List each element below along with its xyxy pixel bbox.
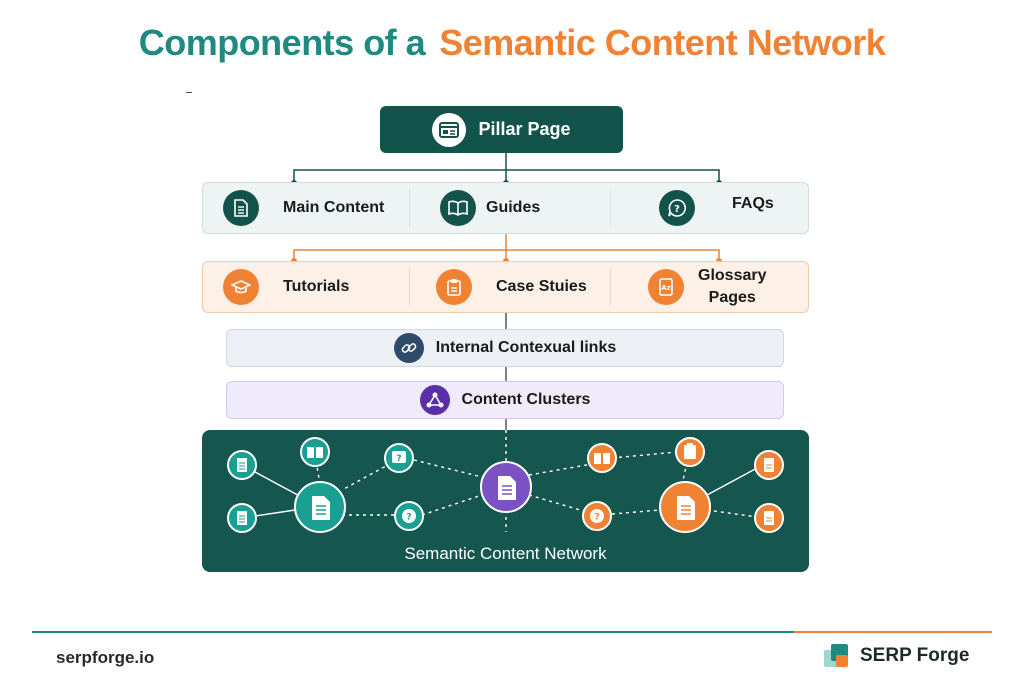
- tutorials-item: Tutorials: [223, 262, 349, 312]
- row-divider: [409, 268, 410, 306]
- glossary-label: Glossary Pages: [698, 265, 766, 309]
- glossary-label-line2: Pages: [708, 289, 756, 306]
- teal-node: [227, 503, 257, 533]
- site-url[interactable]: serpforge.io: [56, 648, 155, 667]
- svg-text:?: ?: [406, 513, 411, 523]
- teal-node: ?: [384, 443, 414, 473]
- guides-label: Guides: [486, 199, 541, 216]
- internal-links-bar: Internal Contexual links: [226, 329, 784, 367]
- teal-node: [227, 450, 257, 480]
- case-studies-item: Case Stuies: [436, 262, 587, 312]
- page-title: Components of a Semantic Content Network: [0, 22, 1024, 64]
- teal-node: [300, 437, 330, 467]
- glossary-label-line1: Glossary: [698, 267, 767, 284]
- title-part1: Components of a: [138, 22, 426, 63]
- clipboard-icon: [436, 269, 472, 305]
- purple-hub-node: [480, 461, 532, 513]
- svg-text:?: ?: [674, 204, 680, 215]
- row-divider: [409, 189, 410, 227]
- glossary-item: Az Glossary Pages: [648, 262, 766, 312]
- content-types-row: Main Content Guides ? FAQs: [202, 182, 809, 234]
- row-divider: [610, 268, 611, 306]
- svg-text:Az: Az: [661, 284, 671, 292]
- content-clusters-bar: Content Clusters: [226, 381, 784, 419]
- content-clusters-label: Content Clusters: [461, 391, 591, 408]
- footer-rule-teal: [32, 631, 794, 633]
- orange-node: [587, 443, 617, 473]
- footer-rule-orange: [794, 631, 992, 633]
- serp-forge-logo-icon: [824, 644, 848, 667]
- divider: [186, 92, 192, 93]
- orange-node: [754, 450, 784, 480]
- link-icon: [393, 333, 424, 363]
- semantic-network-panel: ? ? ? Semantic Content Network: [202, 430, 809, 572]
- orange-node: ?: [582, 501, 612, 531]
- network-caption: Semantic Content Network: [404, 544, 607, 563]
- teal-node: ?: [394, 501, 424, 531]
- svg-text:?: ?: [594, 513, 599, 523]
- case-studies-label: Case Stuies: [496, 278, 587, 295]
- orange-node: [659, 481, 711, 533]
- orange-node: [754, 503, 784, 533]
- tutorials-label: Tutorials: [283, 278, 350, 295]
- svg-text:?: ?: [396, 454, 401, 464]
- faqs-label: FAQs: [732, 195, 774, 212]
- cluster-icon: [419, 385, 450, 415]
- main-content-label: Main Content: [283, 199, 385, 216]
- pillar-label: Pillar Page: [478, 119, 571, 139]
- book-icon: [440, 190, 476, 226]
- row-divider: [610, 189, 611, 227]
- content-formats-row: Tutorials Case Stuies Az Glossary Pages: [202, 261, 809, 313]
- question-bubble-icon: ?: [659, 190, 695, 226]
- brand-name: SERP Forge: [860, 645, 970, 666]
- document-icon: [223, 190, 259, 226]
- pillar-page-box: Pillar Page: [380, 106, 623, 153]
- main-content-item: Main Content: [223, 183, 384, 233]
- webpage-icon: [432, 112, 467, 147]
- teal-node: [294, 481, 346, 533]
- guides-item: Guides: [440, 183, 540, 233]
- title-part2: Semantic Content Network: [439, 22, 886, 63]
- orange-node: [675, 437, 705, 467]
- brand-logo: SERP Forge: [822, 641, 969, 671]
- network-graph: ? ? ?: [227, 430, 784, 533]
- faqs-item: ? FAQs: [659, 183, 774, 233]
- graduation-cap-icon: [223, 269, 259, 305]
- internal-links-label: Internal Contexual links: [435, 339, 617, 356]
- glossary-icon: Az: [648, 269, 684, 305]
